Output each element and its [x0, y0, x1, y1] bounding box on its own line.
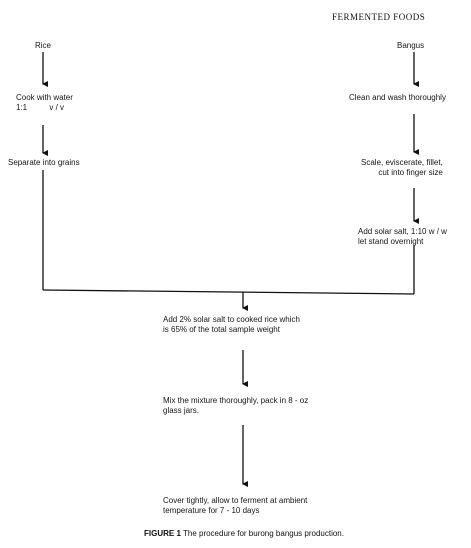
node-bangus: Bangus: [397, 41, 425, 50]
node-cover-ferment: Cover tightly, allow to ferment at ambie…: [163, 496, 308, 515]
merge-horizontal: [42, 289, 415, 295]
figure-caption-text: The procedure for burong bangus producti…: [180, 529, 344, 538]
node-mix-pack: Mix the mixture thoroughly, pack in 8 - …: [163, 396, 309, 415]
node-clean: Clean and wash thoroughly: [349, 93, 446, 102]
node-separate: Separate into grains: [8, 158, 80, 167]
section-header: FERMENTED FOODS: [332, 12, 426, 22]
node-cook: Cook with water 1:1 v / v: [16, 93, 73, 112]
node-add-solar-salt: Add solar salt, 1:10 w / w let stand ove…: [358, 227, 447, 246]
node-add-salt-rice: Add 2% solar salt to cooked rice which i…: [163, 315, 300, 334]
node-rice: Rice: [35, 41, 52, 50]
figure-label: FIGURE 1: [144, 529, 181, 538]
node-scale: Scale, eviscerate, fillet, cut into fing…: [361, 158, 443, 177]
figure-caption: FIGURE 1 The procedure for burong bangus…: [144, 529, 344, 538]
